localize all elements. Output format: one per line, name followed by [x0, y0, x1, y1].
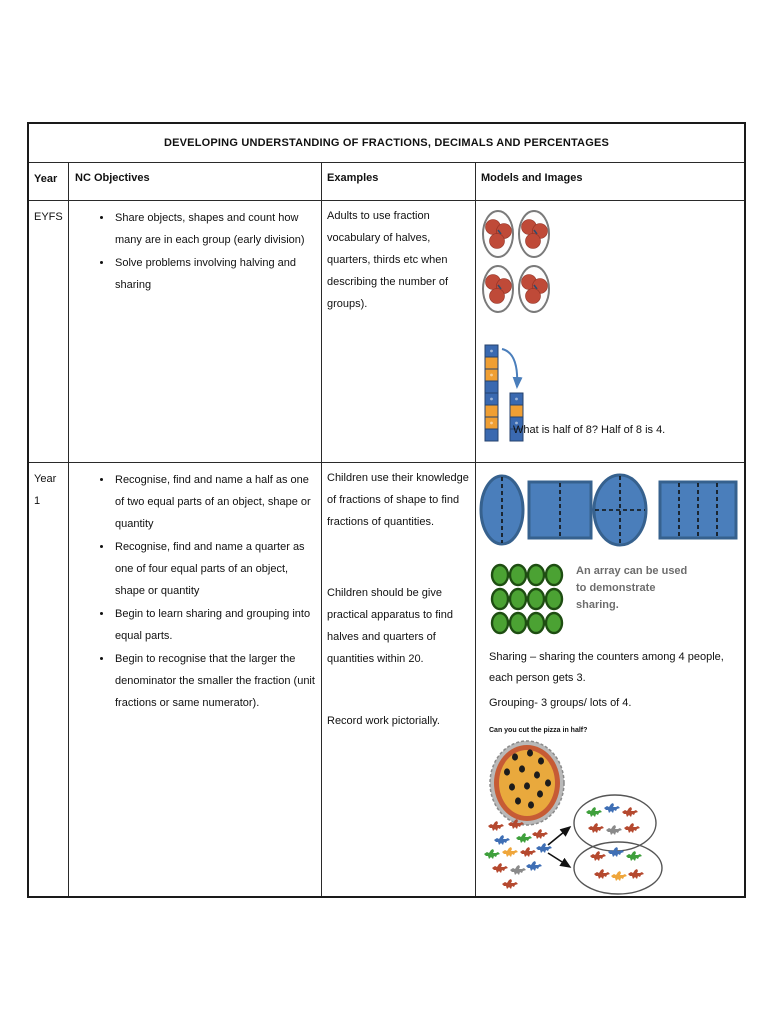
arrow-to-group-2-icon	[547, 852, 572, 868]
table-row: EYFS Share objects, shapes and count how…	[29, 201, 744, 463]
objective-item: Begin to recognise that the larger the d…	[113, 648, 317, 714]
dino-group-2	[590, 847, 644, 881]
dino-cluster	[484, 819, 552, 889]
example-paragraph: Children use their knowledge of fraction…	[327, 472, 469, 528]
eyfs-objectives-cell: Share objects, shapes and count how many…	[69, 201, 322, 462]
year1-models-cell: An array can be used to demonstrate shar…	[476, 463, 744, 896]
grouping-text: Grouping- 3 groups/ lots of 4.	[489, 697, 632, 709]
counter-array-image	[490, 563, 564, 635]
example-paragraph: Children should be give practical appara…	[327, 587, 453, 665]
pizza-question: Can you cut the pizza in half?	[489, 727, 588, 734]
objective-item: Solve problems involving halving and sha…	[113, 252, 317, 296]
objective-item: Recognise, find and name a half as one o…	[113, 469, 317, 535]
header-examples: Examples	[322, 163, 476, 200]
cube-towers-caption: What is half of 8? Half of 8 is 4.	[513, 424, 666, 436]
sharing-text: Sharing – sharing the counters among 4 p…	[489, 651, 724, 684]
group-oval-2	[573, 841, 663, 895]
dinosaur-grouping-image	[484, 794, 663, 895]
objective-item: Share objects, shapes and count how many…	[113, 207, 317, 251]
arrow-to-group-1-icon	[547, 825, 572, 846]
curved-arrow-icon	[501, 348, 523, 389]
example-paragraph: Record work pictorially.	[327, 715, 440, 727]
array-caption: An array can be used to demonstrate shar…	[576, 565, 688, 611]
cube-towers-image	[484, 344, 524, 442]
year-label-eyfs: EYFS	[29, 201, 69, 462]
year1-objectives-cell: Recognise, find and name a half as one o…	[69, 463, 322, 896]
fractions-development-table: DEVELOPING UNDERSTANDING OF FRACTIONS, D…	[27, 122, 746, 898]
eyfs-examples-cell: Adults to use fraction vocabulary of hal…	[322, 201, 476, 462]
apple-plates-image	[482, 210, 550, 313]
year-label-year1: Year 1	[29, 463, 69, 896]
table-row: Year 1 Recognise, find and name a half a…	[29, 463, 744, 896]
header-year: Year	[29, 163, 69, 200]
pizza-image	[489, 740, 565, 826]
year1-examples-cell: Children use their knowledge of fraction…	[322, 463, 476, 896]
example-paragraph: Adults to use fraction vocabulary of hal…	[327, 210, 449, 310]
header-models-images: Models and Images	[481, 172, 583, 184]
fraction-shapes-image	[479, 473, 738, 547]
objective-item: Begin to learn sharing and grouping into…	[113, 603, 317, 647]
eyfs-models-cell: What is half of 8? Half of 8 is 4.	[476, 201, 744, 462]
table-header-row: Year NC Objectives Examples Models and I…	[29, 163, 744, 201]
table-title: DEVELOPING UNDERSTANDING OF FRACTIONS, D…	[29, 124, 744, 163]
objective-item: Recognise, find and name a quarter as on…	[113, 536, 317, 602]
header-nc-objectives: NC Objectives	[69, 163, 322, 200]
dino-group-1	[586, 803, 640, 835]
